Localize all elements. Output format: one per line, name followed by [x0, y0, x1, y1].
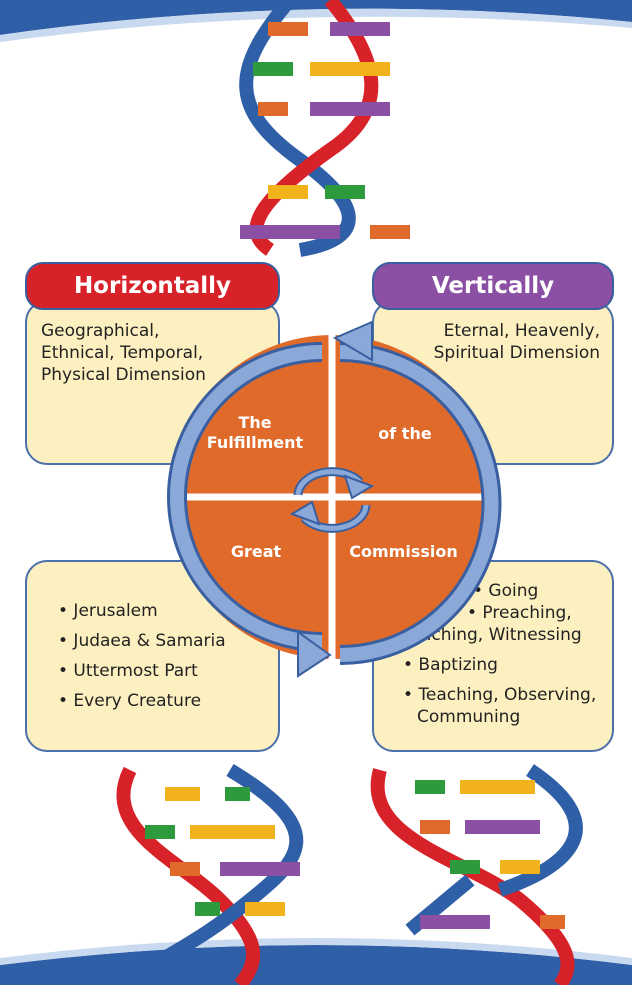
- list-item: Communing: [417, 707, 521, 727]
- list-item: Teaching, Witnessing: [403, 625, 582, 645]
- vertical-line-2: Spiritual Dimension: [433, 343, 600, 363]
- quadrant-label-line: The: [238, 413, 272, 432]
- actions-list: • Going • Preaching, Teaching, Witnessin…: [385, 580, 607, 728]
- list-item: • Going: [473, 581, 539, 601]
- list-item: • Teaching, Observing,: [403, 685, 597, 705]
- vertical-header: Vertically: [372, 262, 614, 310]
- vertical-dimension-text: Eternal, Heavenly, Spiritual Dimension: [388, 320, 600, 364]
- vertical-header-label: Vertically: [431, 273, 555, 299]
- quadrant-label-line: Fulfillment: [206, 433, 304, 452]
- quadrant-top-left-label: The Fulfillment: [205, 413, 305, 453]
- quadrant-bottom-right-label: Commission: [349, 542, 458, 561]
- list-item: • Every Creature: [58, 691, 202, 711]
- horizontal-dimension-text: Geographical, Ethnical, Temporal, Physic…: [41, 320, 206, 386]
- horizontal-line-1: Geographical,: [41, 321, 160, 341]
- horizontal-header-label: Horizontally: [73, 273, 232, 299]
- quadrant-bottom-left-label: Great: [230, 542, 282, 561]
- top-dna-helix: [239, 0, 410, 257]
- vertical-line-1: Eternal, Heavenly,: [443, 321, 600, 341]
- list-item: • Preaching,: [467, 603, 572, 623]
- list-item: • Uttermost Part: [58, 661, 198, 681]
- horizontal-header: Horizontally: [25, 262, 280, 310]
- bottom-right-dna-helix: [370, 764, 583, 985]
- list-item: • Judaea & Samaria: [58, 631, 226, 651]
- quadrant-top-right-label: of the: [378, 424, 432, 443]
- top-arrow-head: [332, 320, 373, 362]
- horizontal-line-3: Physical Dimension: [41, 365, 206, 385]
- list-item: • Baptizing: [403, 655, 498, 675]
- bottom-arrow-head: [297, 630, 332, 678]
- places-list: • Jerusalem • Judaea & Samaria • Uttermo…: [58, 600, 226, 712]
- list-item: • Jerusalem: [58, 601, 158, 621]
- bottom-left-dna-helix: [116, 763, 304, 985]
- horizontal-line-2: Ethnical, Temporal,: [41, 343, 204, 363]
